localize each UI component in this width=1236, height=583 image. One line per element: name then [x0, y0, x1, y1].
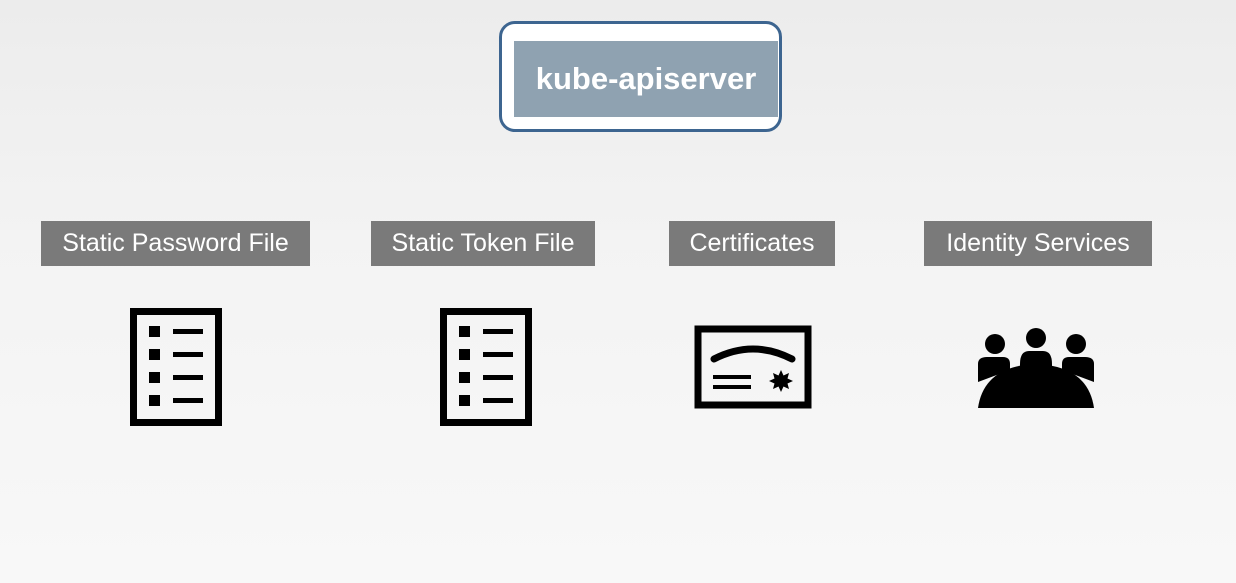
group-users-icon	[976, 326, 1096, 410]
certificates-label: Certificates	[669, 221, 835, 266]
kube-apiserver-box: kube-apiserver	[499, 21, 782, 132]
kube-apiserver-label: kube-apiserver	[514, 41, 778, 117]
identity-services-label: Identity Services	[924, 221, 1152, 266]
static-token-file-label: Static Token File	[371, 221, 595, 266]
certificate-icon	[694, 325, 812, 409]
static-password-file-label: Static Password File	[41, 221, 310, 266]
list-document-icon	[130, 308, 222, 426]
list-document-icon	[440, 308, 532, 426]
